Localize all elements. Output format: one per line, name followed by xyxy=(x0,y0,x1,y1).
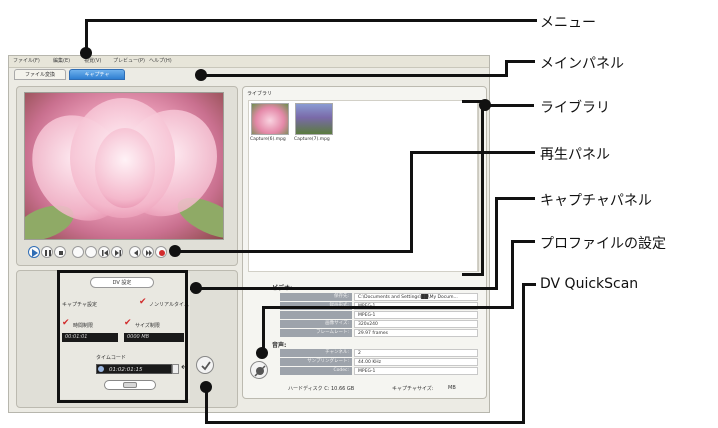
menu-item-file[interactable]: ファイル(F) xyxy=(13,58,40,64)
property-key xyxy=(280,311,352,319)
pause-icon xyxy=(45,250,51,256)
timecode-field[interactable]: 01:02:01:15 xyxy=(96,364,172,374)
property-row: チャンネル: 2 xyxy=(280,349,480,357)
slider-handle[interactable] xyxy=(123,382,137,388)
tab-capture[interactable]: キャプチャ xyxy=(69,69,125,80)
skip-forward-icon xyxy=(115,250,121,256)
dv-quickscan-button[interactable] xyxy=(196,356,214,374)
video-preview xyxy=(24,92,224,240)
property-value: C:\Documents and Settings\██\My Docum... xyxy=(354,293,478,301)
tab-file-convert[interactable]: ファイル変換 xyxy=(14,69,66,80)
time-limit-field[interactable]: 00:01:01 xyxy=(62,333,118,342)
library-item-label: Capture(6).mpg xyxy=(250,137,286,142)
menu-item-help[interactable]: ヘルプ(H) xyxy=(149,58,172,64)
skip-back-button[interactable] xyxy=(98,246,110,258)
stop-button[interactable] xyxy=(54,246,66,258)
property-row: 画像サイズ: 320x240 xyxy=(280,320,480,328)
menu-item-preview[interactable]: プレビュー(P) xyxy=(113,58,145,64)
blank-button-2[interactable] xyxy=(85,246,97,258)
menu-item-edit[interactable]: 編集(E) xyxy=(53,58,71,64)
main-panel-tabs: ファイル変換 キャプチャ xyxy=(10,69,488,81)
capture-size-label: キャプチャサイズ: xyxy=(392,386,434,392)
capture-size-unit: MB xyxy=(448,385,456,391)
dv-settings-button[interactable]: DV 設定 xyxy=(90,277,154,288)
play-icon xyxy=(32,249,38,257)
property-key: チャンネル: xyxy=(280,349,352,357)
pause-button[interactable] xyxy=(41,246,53,258)
library-item[interactable] xyxy=(295,103,333,135)
property-value: 44.00 KHz xyxy=(354,358,478,366)
check-icon[interactable]: ✔ xyxy=(124,318,132,328)
time-limit-label: 時間制限 xyxy=(73,323,94,329)
timecode-stepper[interactable] xyxy=(172,364,179,374)
callout-library: ライブラリ xyxy=(540,100,610,116)
fast-forward-button[interactable] xyxy=(142,246,154,258)
check-icon[interactable]: ✔ xyxy=(62,318,70,328)
playback-controls xyxy=(28,246,174,260)
property-value: 2 xyxy=(354,349,478,357)
record-icon xyxy=(159,250,165,256)
capture-settings-label: キャプチャ設定 xyxy=(62,302,97,308)
skip-forward-button[interactable] xyxy=(111,246,123,258)
blank-button-1[interactable] xyxy=(72,246,84,258)
callout-playback-panel: 再生パネル xyxy=(540,147,610,163)
property-row: フレームレート: 29.97 frames xyxy=(280,329,480,337)
property-value: MPEG-1 xyxy=(354,367,478,375)
property-key: 保存先: xyxy=(280,293,352,301)
profile-settings-button[interactable] xyxy=(250,361,268,379)
fast-forward-icon xyxy=(146,250,152,256)
property-value: 29.97 frames xyxy=(354,329,478,337)
size-limit-field[interactable]: 0000 MB xyxy=(124,333,184,342)
property-key: 画像サイズ: xyxy=(280,320,352,328)
profile-icon xyxy=(254,365,266,377)
property-key: Codec: xyxy=(280,367,352,375)
property-key: フレームレート: xyxy=(280,329,352,337)
property-value: MPEG-1 xyxy=(354,311,478,319)
property-value: 320x240 xyxy=(354,320,478,328)
callout-capture-panel: キャプチャパネル xyxy=(540,193,652,209)
library-item-label: Capture(7).mpg xyxy=(294,137,330,142)
callout-dv-quickscan: DV QuickScan xyxy=(540,276,639,292)
timecode-label: タイムコード xyxy=(96,355,126,361)
callout-main-panel: メインパネル xyxy=(540,56,624,72)
record-button[interactable] xyxy=(155,246,167,258)
rewind-button[interactable] xyxy=(129,246,141,258)
normal-time-label: ノンリアルタイム xyxy=(149,302,189,308)
property-row: MPEG-1 xyxy=(280,311,480,319)
disk-space-label: ハードディスク C: 10.66 GB xyxy=(288,386,355,392)
property-row: サンプリングレート: 44.00 KHz xyxy=(280,358,480,366)
library-list: Capture(6).mpg Capture(7).mpg xyxy=(248,100,478,272)
skip-back-icon xyxy=(102,250,108,256)
size-limit-label: サイズ制限 xyxy=(135,323,160,329)
stop-icon xyxy=(59,251,63,255)
library-title: ライブラリ xyxy=(247,91,273,97)
menu-bar: ファイル(F) 編集(E) 視覚(V) プレビュー(P) ヘルプ(H) xyxy=(9,56,489,68)
audio-section-title: 音声: xyxy=(272,342,287,349)
library-item[interactable] xyxy=(251,103,289,135)
quickscan-icon xyxy=(201,361,211,371)
callout-profile-settings: プロファイルの設定 xyxy=(540,236,666,252)
play-button[interactable] xyxy=(28,246,40,258)
library-highlight xyxy=(462,100,484,276)
callout-menu: メニュー xyxy=(540,15,596,31)
menu-item-view[interactable]: 視覚(V) xyxy=(84,58,102,64)
rewind-icon xyxy=(134,250,138,256)
property-row: 保存先: C:\Documents and Settings\██\My Doc… xyxy=(280,293,480,301)
check-icon[interactable]: ✔ xyxy=(139,297,147,307)
property-row: Codec: MPEG-1 xyxy=(280,367,480,375)
property-key: サンプリングレート: xyxy=(280,358,352,366)
capture-panel-highlight xyxy=(57,270,188,403)
clock-icon xyxy=(98,366,104,372)
shuttle-slider[interactable] xyxy=(104,380,156,390)
